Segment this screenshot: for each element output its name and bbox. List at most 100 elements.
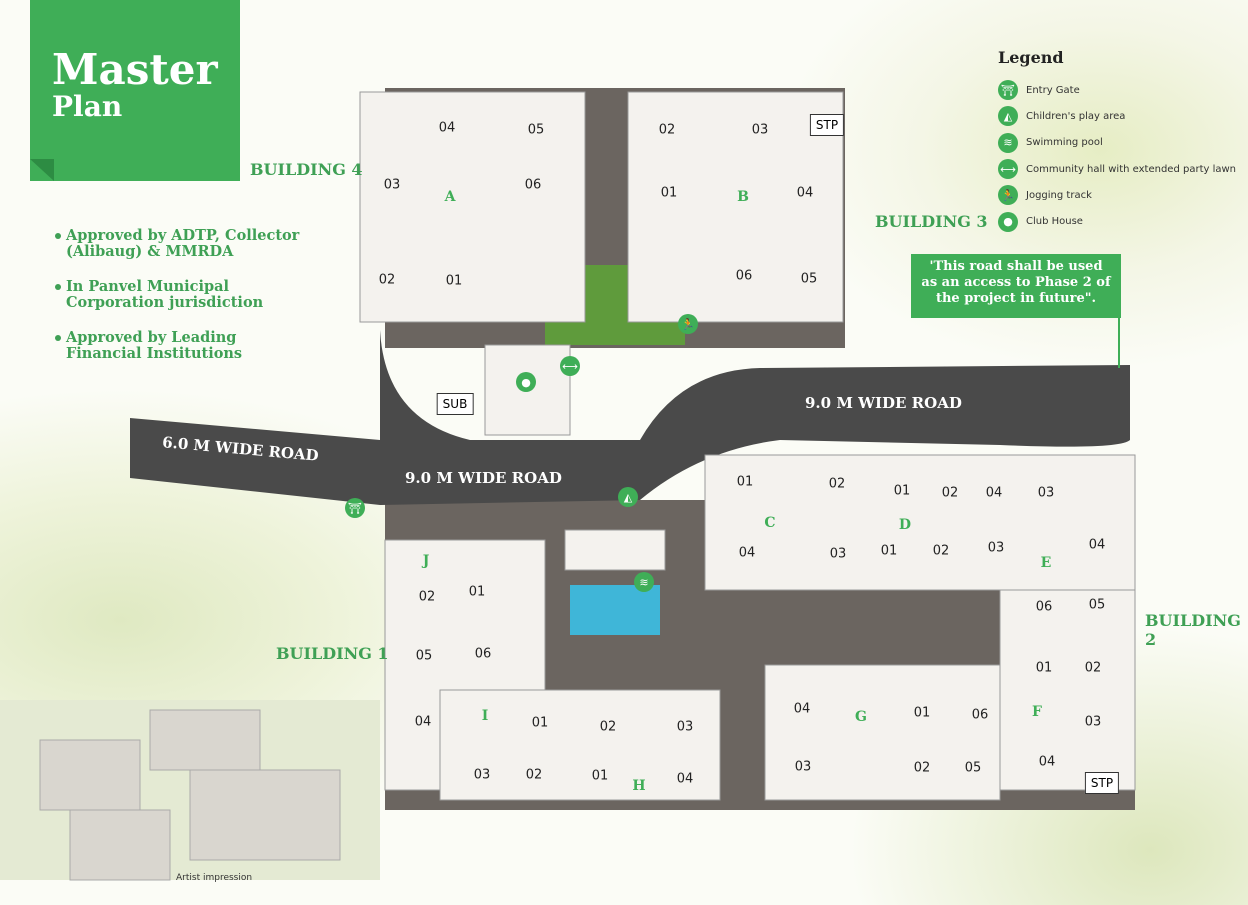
unit-label: 04 — [793, 701, 811, 717]
unit-label: 01 — [591, 768, 609, 784]
unit-label: 04 — [438, 120, 456, 136]
legend-title: Legend — [998, 48, 1064, 67]
unit-label: 02 — [658, 122, 676, 138]
unit-label: 03 — [1037, 485, 1055, 501]
substation-label: SUB — [436, 393, 474, 415]
block-label: J — [422, 553, 430, 569]
unit-label: 03 — [751, 122, 769, 138]
unit-label: 05 — [964, 760, 982, 776]
stp-label-north: STP — [809, 114, 845, 136]
unit-label: 04 — [796, 185, 814, 201]
unit-label: 02 — [1084, 660, 1102, 676]
building-block-g — [764, 664, 1001, 801]
unit-label: 06 — [524, 177, 542, 193]
building-3-label: BUILDING 3 — [875, 212, 988, 231]
phase2-callout: 'This road shall be used as an access to… — [911, 254, 1121, 318]
unit-label: 02 — [932, 543, 950, 559]
approval-item: Approved by Leading Financial Institutio… — [55, 330, 315, 362]
stp-label-south: STP — [1084, 772, 1120, 794]
title-banner: Master Plan — [30, 0, 240, 181]
legend-label: Children's play area — [1026, 110, 1126, 122]
legend-item: ⛩Entry Gate — [998, 77, 1236, 103]
unit-label: 03 — [383, 177, 401, 193]
road-9m — [380, 330, 1130, 505]
entry-gate-icon: ⛩ — [998, 80, 1018, 101]
legend-item: ≋Swimming pool — [998, 130, 1236, 156]
unit-label: 06 — [735, 268, 753, 284]
approvals-list: Approved by ADTP, Collector (Alibaug) & … — [55, 228, 315, 381]
artist-impression-image — [0, 700, 380, 881]
title-line1: Master — [52, 45, 218, 94]
block-label: G — [855, 709, 867, 725]
unit-label: 02 — [828, 476, 846, 492]
block-label: I — [481, 708, 489, 724]
unit-label: 02 — [378, 272, 396, 288]
building-block-a — [359, 91, 586, 323]
unit-label: 01 — [893, 483, 911, 499]
legend-label: Jogging track — [1026, 189, 1092, 201]
unit-label: 01 — [1035, 660, 1053, 676]
unit-label: 01 — [736, 474, 754, 490]
unit-label: 04 — [676, 771, 694, 787]
unit-label: 02 — [913, 760, 931, 776]
legend-label: Club House — [1026, 216, 1083, 228]
legend-label: Community hall with extended party lawn — [1026, 163, 1237, 175]
road-6m — [130, 418, 380, 505]
unit-label: 05 — [527, 122, 545, 138]
road-label-9m-east: 9.0 M WIDE ROAD — [805, 394, 962, 412]
block-label: A — [444, 189, 456, 205]
unit-label: 03 — [473, 767, 491, 783]
play-area-icon: ◭ — [618, 487, 638, 507]
road-label-9m-west: 9.0 M WIDE ROAD — [405, 469, 562, 487]
jogging-icon: 🏃 — [678, 314, 698, 334]
jogging-icon: 🏃 — [998, 185, 1018, 206]
unit-label: 01 — [445, 273, 463, 289]
unit-label: 04 — [738, 545, 756, 561]
unit-label: 05 — [415, 648, 433, 664]
community-hall-icon: ⟷ — [560, 356, 580, 376]
unit-label: 01 — [531, 715, 549, 731]
unit-label: 01 — [468, 584, 486, 600]
building-1-label: BUILDING 1 — [276, 644, 389, 663]
club-house-icon: ● — [516, 372, 536, 392]
block-label: C — [764, 515, 776, 531]
legend: Legend ⛩Entry Gate ◭ Children's play area ≋… — [998, 48, 1236, 235]
unit-label: 02 — [525, 767, 543, 783]
unit-label: 02 — [418, 589, 436, 605]
legend-item: ⟷ Community hall with extended party lawn — [998, 156, 1236, 182]
legend-item: ◭ Children's play area — [998, 103, 1236, 129]
play-area-icon: ◭ — [998, 106, 1018, 127]
community-hall — [564, 529, 666, 571]
title-fold — [30, 159, 54, 181]
swimming-icon: ≋ — [634, 572, 654, 592]
approval-item: In Panvel Municipal Corporation jurisdic… — [55, 279, 315, 311]
block-label: E — [1040, 555, 1052, 571]
building-2-label: BUILDING 2 — [1145, 611, 1241, 649]
building-block-ef — [999, 589, 1136, 791]
unit-label: 04 — [1038, 754, 1056, 770]
entry-gate-icon: ⛩ — [345, 498, 365, 518]
building-block-h — [439, 689, 721, 801]
unit-label: 04 — [985, 485, 1003, 501]
building-block-cde — [704, 454, 1136, 591]
unit-label: 03 — [676, 719, 694, 735]
unit-label: 02 — [941, 485, 959, 501]
artist-impression-caption: Artist impression — [176, 873, 253, 883]
block-label: H — [632, 778, 646, 794]
unit-label: 04 — [1088, 537, 1106, 553]
legend-item: ● Club House — [998, 208, 1236, 234]
swimming-pool — [570, 585, 660, 635]
club-house-icon: ● — [998, 211, 1018, 232]
community-hall-icon: ⟷ — [998, 159, 1018, 180]
unit-label: 03 — [1084, 714, 1102, 730]
unit-label: 01 — [880, 543, 898, 559]
callout-pointer — [1118, 318, 1120, 368]
unit-label: 05 — [1088, 597, 1106, 613]
unit-label: 05 — [800, 271, 818, 287]
block-label: F — [1032, 704, 1042, 720]
unit-label: 01 — [660, 185, 678, 201]
legend-item: 🏃 Jogging track — [998, 182, 1236, 208]
unit-label: 01 — [913, 705, 931, 721]
unit-label: 03 — [829, 546, 847, 562]
